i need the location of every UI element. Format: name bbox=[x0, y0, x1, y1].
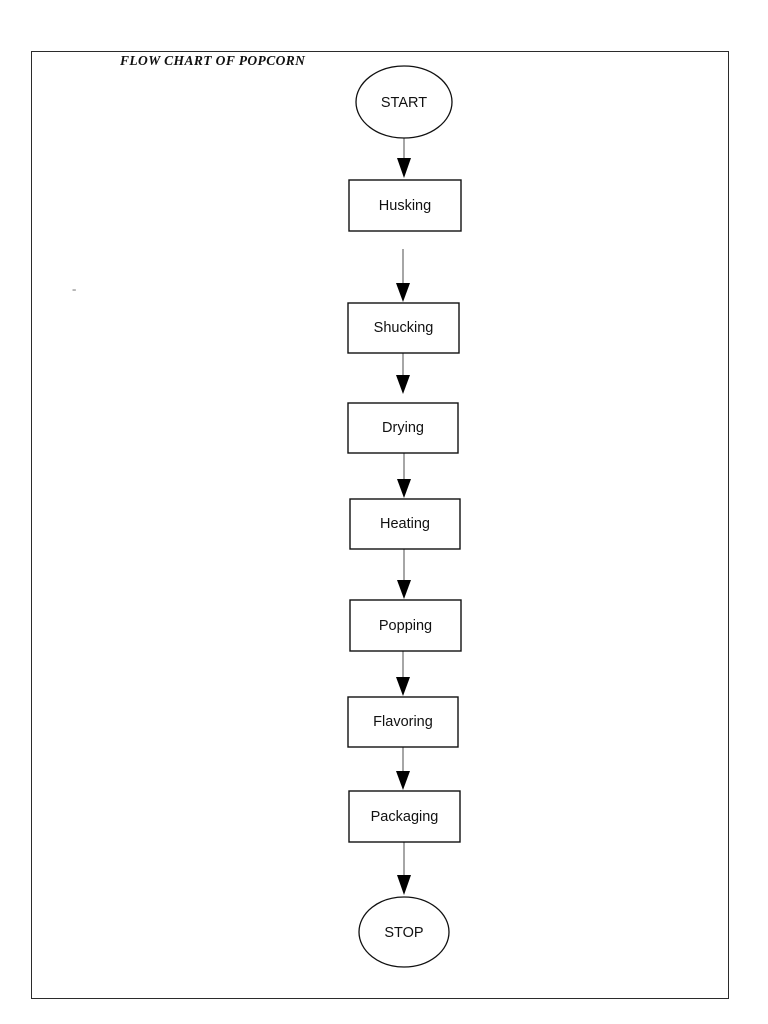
flow-node-stop[interactable]: STOP bbox=[358, 896, 450, 968]
edge-popping-to-flavoring bbox=[396, 651, 410, 696]
flow-nodes-group: START Husking Shucking Drying Heating Po… bbox=[347, 65, 462, 968]
stray-dash-mark: - bbox=[72, 281, 77, 296]
flow-node-start-label: START bbox=[381, 95, 427, 111]
edge-packaging-to-stop bbox=[397, 842, 411, 895]
edge-drying-to-heating bbox=[397, 453, 411, 498]
flow-node-heating[interactable]: Heating bbox=[349, 498, 461, 550]
flow-node-shucking-label: Shucking bbox=[374, 320, 434, 336]
flow-node-drying[interactable]: Drying bbox=[347, 402, 459, 454]
flow-node-flavoring-label: Flavoring bbox=[373, 714, 433, 730]
flow-node-start[interactable]: START bbox=[355, 65, 453, 139]
flow-node-drying-label: Drying bbox=[382, 420, 424, 436]
flow-node-popping-label: Popping bbox=[379, 618, 432, 634]
edge-husking-to-shucking bbox=[396, 249, 410, 302]
flow-node-popping[interactable]: Popping bbox=[349, 599, 462, 652]
edge-shucking-to-drying bbox=[396, 353, 410, 394]
flow-node-stop-label: STOP bbox=[384, 925, 423, 941]
flow-node-flavoring[interactable]: Flavoring bbox=[347, 696, 459, 748]
flow-node-shucking[interactable]: Shucking bbox=[347, 302, 460, 354]
flow-node-heating-label: Heating bbox=[380, 516, 430, 532]
flow-node-packaging-label: Packaging bbox=[371, 809, 439, 825]
flow-connectors-group bbox=[396, 138, 411, 895]
edge-heating-to-popping bbox=[397, 549, 411, 599]
page-title: FLOW CHART OF POPCORN bbox=[120, 53, 306, 68]
flow-node-husking-label: Husking bbox=[379, 198, 431, 214]
edge-flavoring-to-packaging bbox=[396, 747, 410, 790]
edge-start-to-husking bbox=[397, 138, 411, 178]
flow-node-husking[interactable]: Husking bbox=[348, 179, 462, 232]
flow-node-packaging[interactable]: Packaging bbox=[348, 790, 461, 843]
